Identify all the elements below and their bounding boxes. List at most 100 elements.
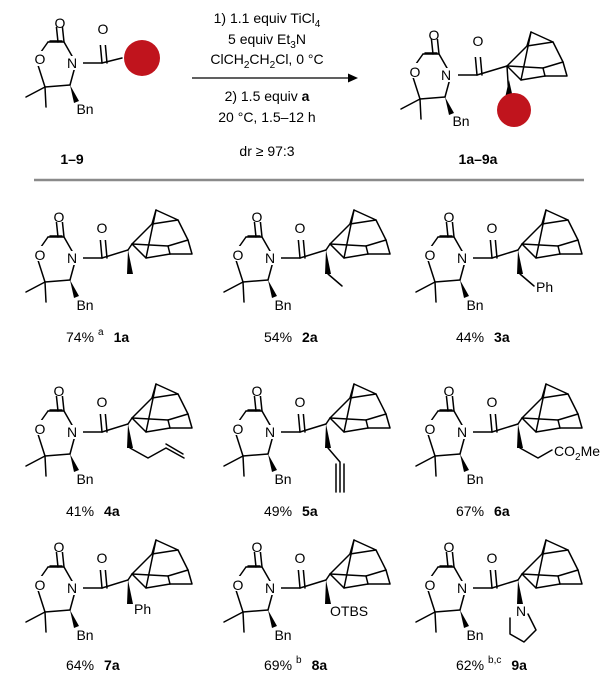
product-compound-label: 5a [302,503,318,519]
atom-bn: Bn [76,627,93,643]
condition-reagent: a [302,88,310,104]
product-yield-label: 74% a 1a [66,327,129,345]
atom-o-ring: O [425,247,436,263]
condition-line-3: ClCH [210,51,243,67]
product-footnote: a [98,327,104,338]
product-compound-label: 6a [494,503,510,519]
atom-pyrrole-n: N [516,603,526,619]
product-compound-label: 7a [104,657,120,673]
atom-o-carbonyl: O [54,383,65,399]
condition-line-1: 1) 1.1 equiv TiCl [214,10,315,26]
atom-o-carbonyl: O [444,209,455,225]
product-yield-label: 41% 4a [66,503,120,519]
product-yield-label: 44% 3a [456,329,510,345]
atom-o-carbonyl: O [444,383,455,399]
product-yield: 67% [456,503,484,519]
product-yield: 54% [264,329,292,345]
atom-n: N [67,580,77,596]
condition-solvent-tail: Cl, 0 °C [275,51,323,67]
product-yield: 74% [66,329,94,345]
atom-bn: Bn [452,113,469,129]
atom-otbs: OTBS [330,603,368,619]
atom-bn: Bn [466,471,483,487]
atom-o-ring: O [35,51,46,67]
atom-o-ring: O [35,421,46,437]
atom-bn: Bn [274,297,291,313]
atom-o-carbonyl: O [54,209,65,225]
product-compound-label: 1a–9a [459,151,498,167]
product-compound-label: 1a [114,329,130,345]
svg-text:2) 1.5 equiv a: 2) 1.5 equiv a [225,88,310,104]
atom-o-carbonyl: O [55,15,66,31]
atom-o-ring: O [35,577,46,593]
product-yield: 41% [66,503,94,519]
atom-n: N [265,424,275,440]
condition-solvent-sub-a: 2 [244,60,250,71]
condition-solvent-sub-b: 2 [270,60,276,71]
atom-o-acyl: O [487,394,498,410]
atom-n: N [67,55,77,71]
atom-bn: Bn [76,297,93,313]
atom-n: N [67,250,77,266]
product-yield-label: 64% 7a [66,657,120,673]
atom-n: N [265,580,275,596]
product-compound-label: 3a [494,329,510,345]
atom-co2me: CO2Me [554,443,600,463]
atom-o-carbonyl: O [252,209,263,225]
atom-o-ring: O [233,421,244,437]
condition-line-2: 5 equiv Et [228,31,290,47]
atom-n: N [67,424,77,440]
atom-o-ring: O [425,577,436,593]
product-footnote: b,c [488,655,501,666]
product-entry: N O O O Bn 74% a 1a [25,208,193,345]
atom-bn: Bn [274,471,291,487]
atom-o-acyl: O [97,550,108,566]
product-compound-label: 8a [312,657,328,673]
product-yield: 64% [66,657,94,673]
svg-text:ClCH2CH2Cl, 0 °C: ClCH2CH2Cl, 0 °C [210,51,323,71]
atom-o-ring: O [410,64,421,80]
atom-o-ring: O [425,421,436,437]
product-compound-label: 4a [104,503,120,519]
product-compound-label: 2a [302,329,318,345]
condition-ticl4-subscript: 4 [315,19,321,30]
condition-line-4: 2) 1.5 equiv [225,88,298,104]
product-yield-label: 49% 5a [264,503,318,519]
atom-ph: Ph [134,601,151,617]
atom-o-ring: O [233,577,244,593]
atom-bn: Bn [466,297,483,313]
atom-o-carbonyl: O [54,539,65,555]
product-yield: 69% [264,657,292,673]
condition-line-5: 20 °C, 1.5–12 h [218,109,315,125]
variable-substituent-icon [124,40,160,76]
atom-o-acyl: O [97,220,108,236]
atom-n: N [441,67,451,83]
atom-bn: Bn [274,627,291,643]
atom-ph: Ph [536,279,553,295]
starting-material-structure: N O O O Bn [25,13,160,117]
atom-o-ring: O [35,247,46,263]
atom-o-acyl: O [295,220,306,236]
product-yield: 49% [264,503,292,519]
atom-o-acyl: O [98,21,109,37]
product-structure: N O O O Bn [400,25,568,129]
atom-o-carbonyl: O [252,539,263,555]
atom-o-carbonyl: O [429,27,440,43]
condition-et3n-tail: N [296,31,306,47]
start-compound-label: 1–9 [60,151,84,167]
product-compound-label: 9a [511,657,527,673]
atom-n: N [265,250,275,266]
atom-o-acyl: O [295,550,306,566]
reaction-arrowhead-icon [348,73,358,83]
atom-n: N [457,250,467,266]
product-yield: 44% [456,329,484,345]
diastereomeric-ratio: dr ≥ 97:3 [239,143,294,159]
